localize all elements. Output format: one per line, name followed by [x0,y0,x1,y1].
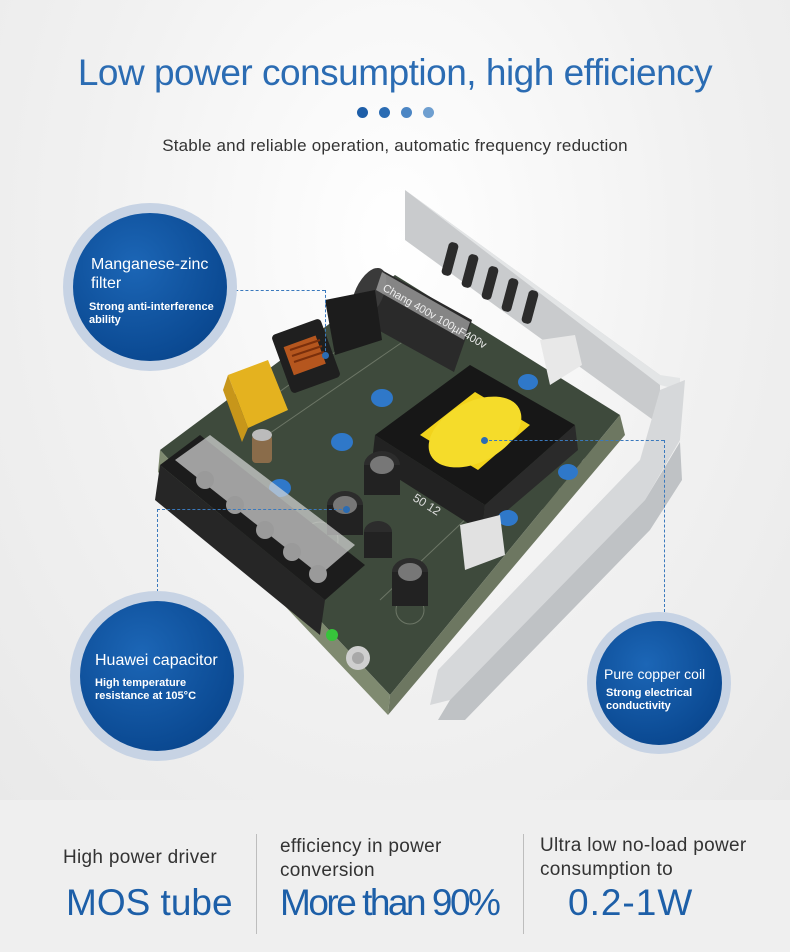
coil-connector-v [664,440,665,612]
capacitor-connector-h [157,509,347,510]
coil-connector-h [484,440,664,441]
stat-efficiency-label: efficiency in power conversion [280,836,442,881]
chassis-vents [441,242,539,324]
stat-efficiency-value: More than 90% [280,882,501,923]
terminal-block [155,435,365,635]
callout-coil-description: Strong electrical conductivity [606,687,693,712]
stats-divider [256,834,257,934]
filter-connector-v [325,290,326,356]
callout-filter-title: Manganese-zinc filter [91,256,209,292]
callout-coil-disc: Pure copper coil Strong electrical condu… [596,621,722,745]
page-title: Low power consumption, high efficiency [77,52,713,93]
callout-capacitor-title: Huawei capacitor [95,652,218,669]
stats-divider [523,834,524,934]
stat-mos-value: MOS tube [66,882,233,923]
output-capacitors [327,451,428,606]
title-dot [423,107,434,118]
page-subtitle: Stable and reliable operation, automatic… [162,136,628,155]
stats-background [0,800,790,952]
title-dot [357,107,368,118]
filter-choke [272,319,340,393]
capacitor-connector-dot [343,506,350,513]
transformer: 50 12 [372,365,578,532]
stat-noload-label: Ultra low no-load power consumption to [540,835,747,880]
callout-coil: Pure copper coil Strong electrical condu… [587,612,731,754]
stat-mos-label: High power driver [63,847,217,868]
x-capacitor [223,360,288,442]
callout-capacitor-disc: Huawei capacitor High temperature resist… [80,601,234,751]
callout-capacitor-description: High temperature resistance at 105°C [95,677,197,702]
power-supply-image: Chang 400v 100µF400v 50 1 [155,190,685,720]
callout-filter: Manganese-zinc filter Strong anti-interf… [63,203,237,371]
stat-noload-value: 0.2-1W [568,882,694,923]
callout-filter-description: Strong anti-interference ability [89,301,214,326]
title-dot [401,107,412,118]
capacitor-connector-v [157,509,158,597]
callout-capacitor: Huawei capacitor High temperature resist… [70,591,244,761]
callout-filter-disc: Manganese-zinc filter Strong anti-interf… [73,213,227,361]
coil-connector-dot [481,437,488,444]
filter-connector-dot [322,352,329,359]
title-dot [379,107,390,118]
filter-connector-h [225,290,325,291]
callout-coil-title: Pure copper coil [604,666,706,682]
